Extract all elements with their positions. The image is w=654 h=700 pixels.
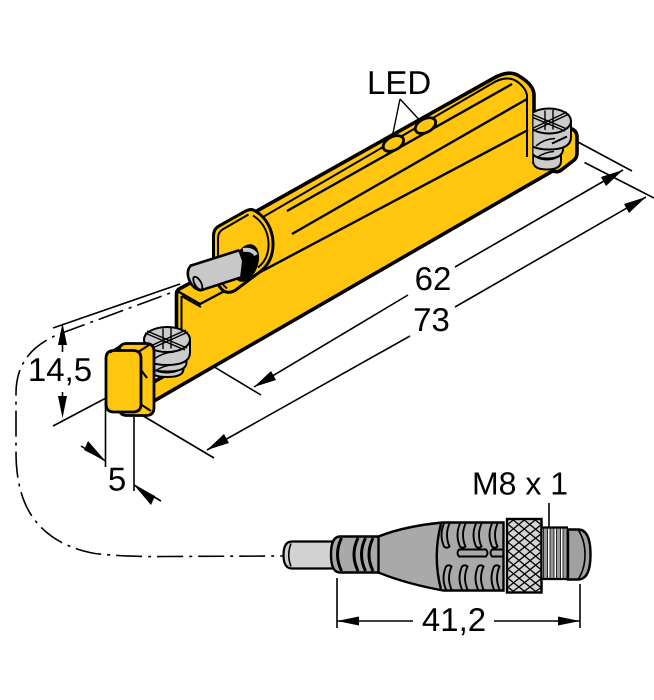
svg-text:M8 x 1: M8 x 1 (472, 466, 568, 502)
svg-text:73: 73 (413, 301, 450, 338)
svg-text:14,5: 14,5 (28, 351, 92, 388)
svg-text:5: 5 (108, 461, 126, 498)
svg-text:62: 62 (415, 260, 452, 297)
svg-text:41,2: 41,2 (422, 601, 486, 638)
svg-text:LED: LED (367, 64, 431, 101)
